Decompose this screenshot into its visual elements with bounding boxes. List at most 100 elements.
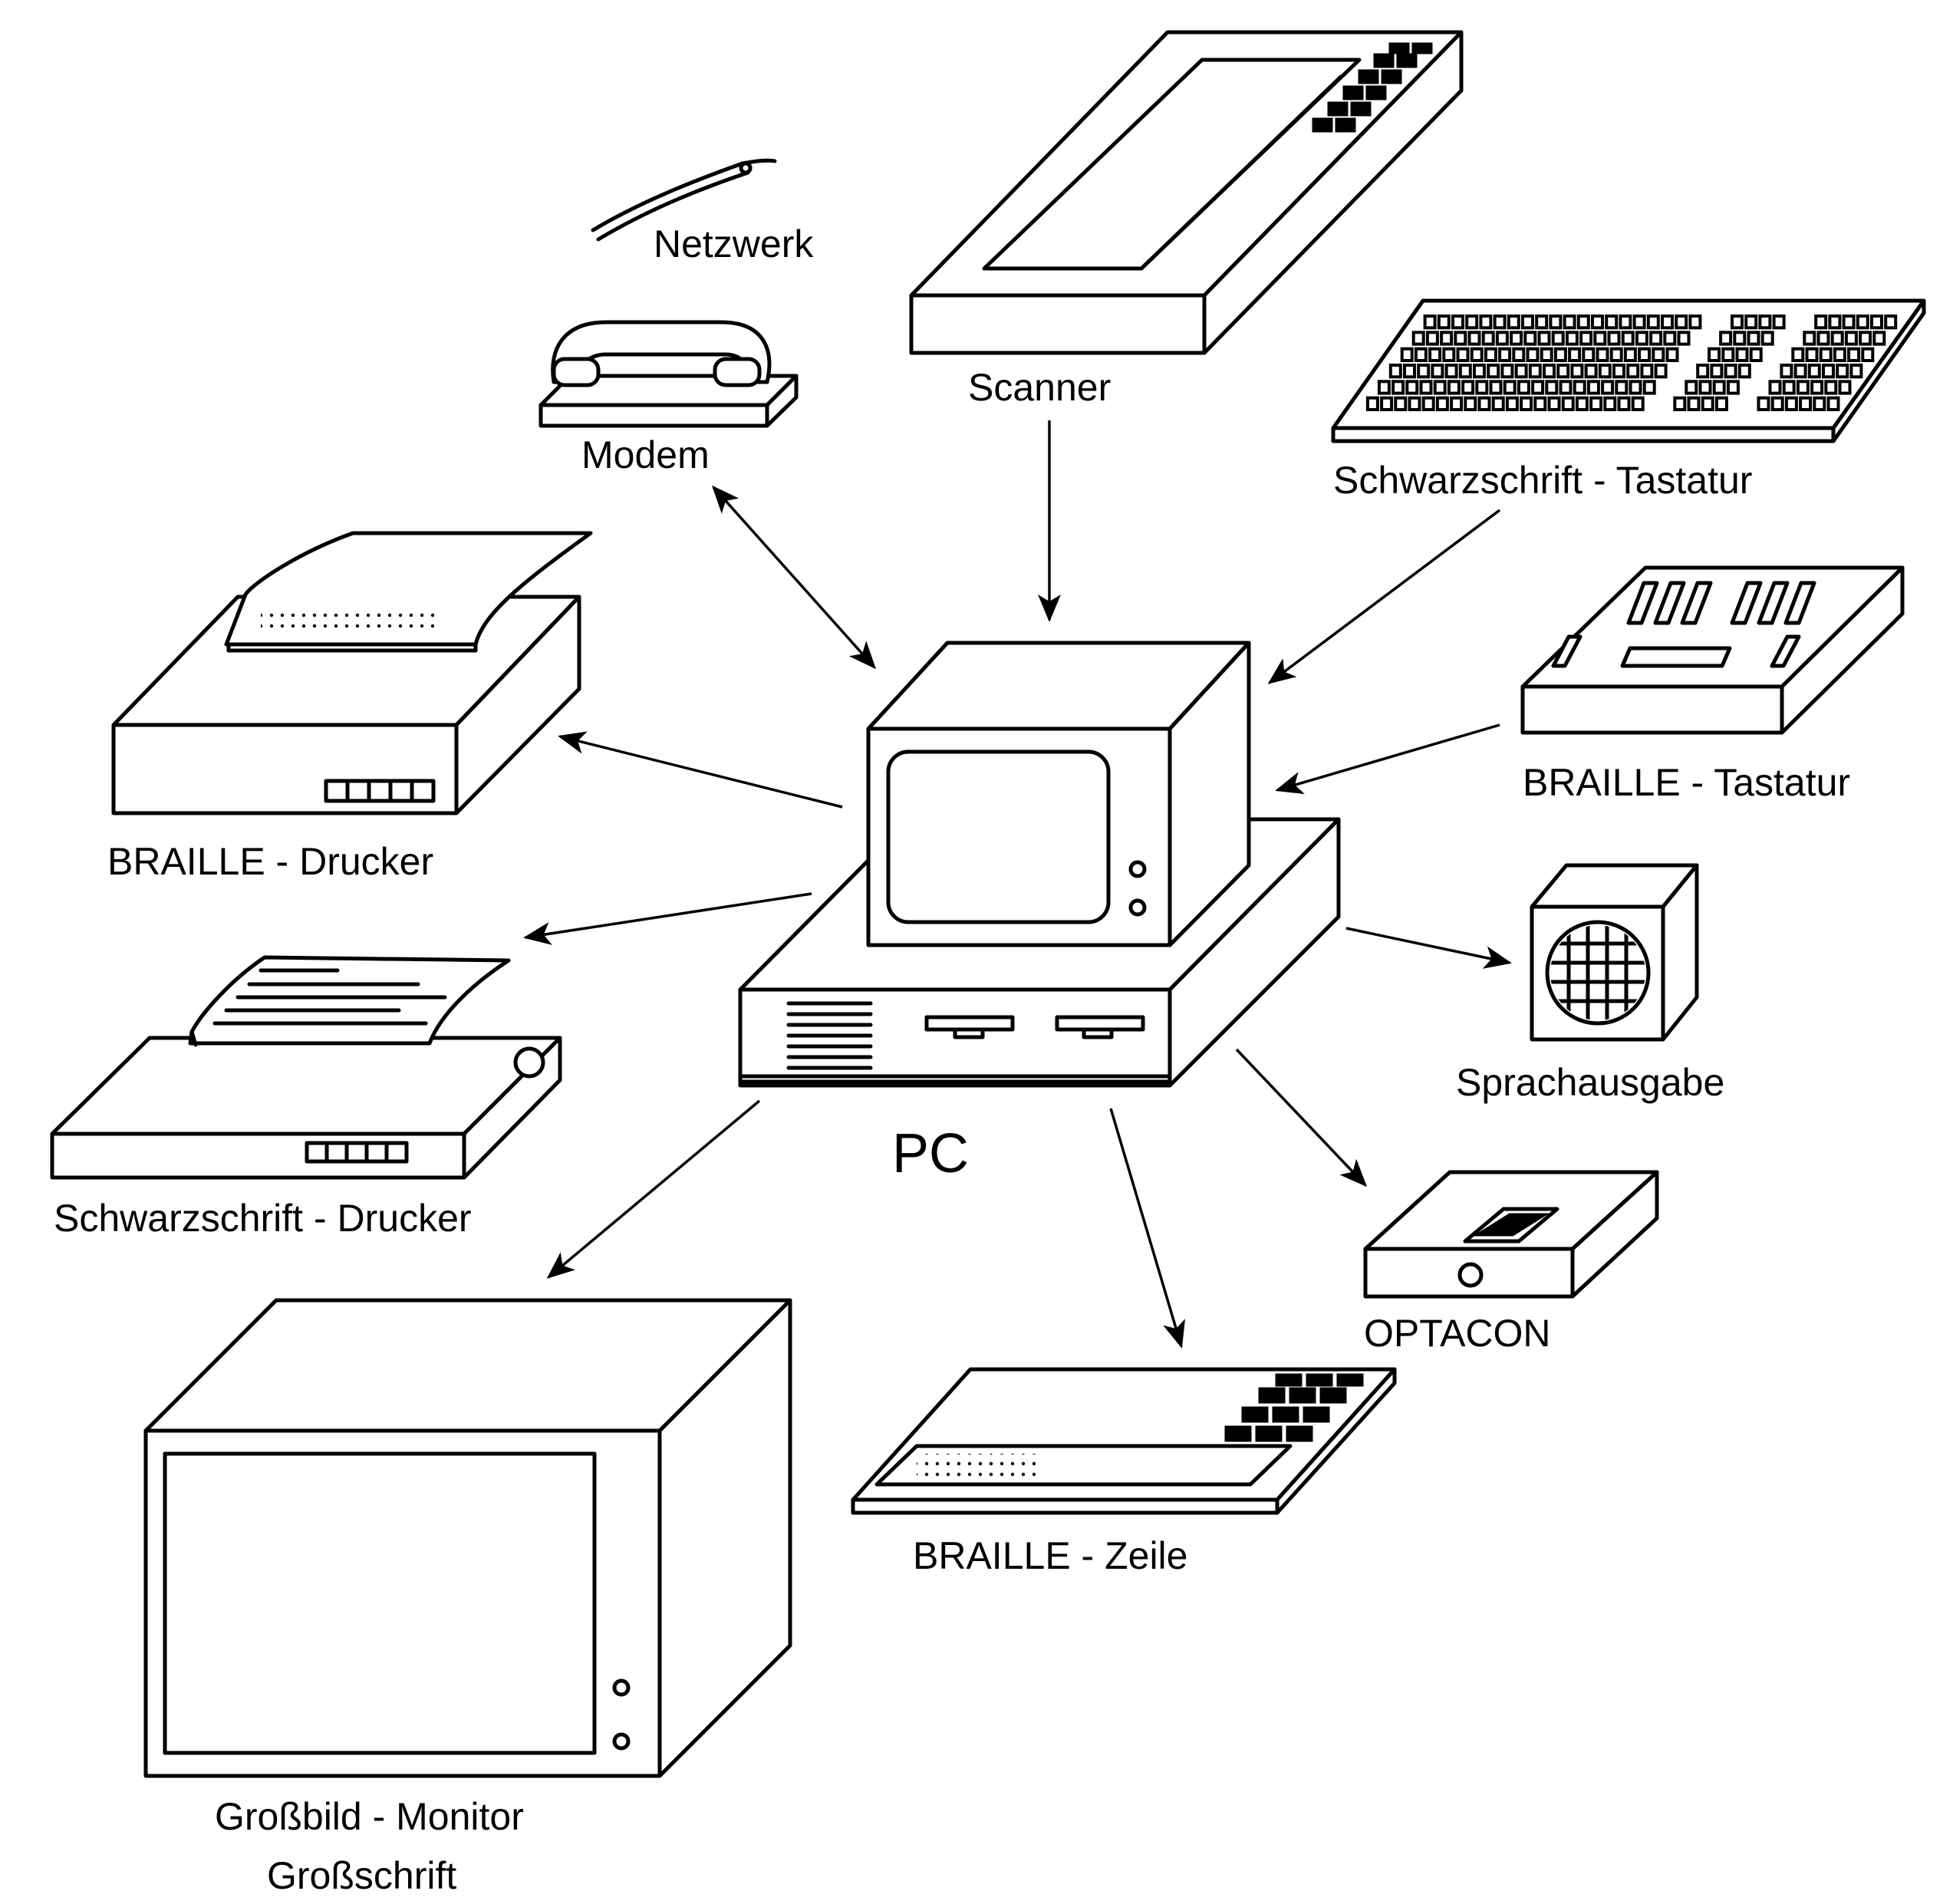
keyboard-key bbox=[1487, 364, 1500, 379]
keyboard-key bbox=[1612, 364, 1625, 379]
keyboard-key bbox=[1861, 347, 1875, 363]
keyboard-key bbox=[1631, 396, 1645, 412]
sprachausgabe-label: Sprachausgabe bbox=[1456, 1061, 1724, 1104]
arrow-schwarzschrift-drucker bbox=[523, 892, 812, 945]
keyboard-key bbox=[1617, 396, 1631, 412]
keyboard-key bbox=[1708, 347, 1721, 363]
keyboard-key bbox=[1724, 364, 1737, 379]
keyboard-key bbox=[1491, 396, 1505, 412]
scanner-keypad bbox=[1312, 42, 1433, 133]
keyboard-key bbox=[1475, 380, 1489, 395]
keyboard-key bbox=[1719, 331, 1733, 346]
keyboard-key bbox=[1454, 331, 1467, 346]
keyboard-key bbox=[1772, 315, 1786, 330]
keyboard-key bbox=[1847, 347, 1861, 363]
keyboard-key bbox=[1456, 347, 1470, 363]
keyboard-key bbox=[1824, 380, 1838, 395]
keyboard-key bbox=[1813, 396, 1826, 412]
schwarzschrift-keyboard-icon bbox=[1331, 298, 1926, 443]
keyboard-key bbox=[1421, 396, 1435, 412]
grossbild-monitor-label: Großbild - Monitor bbox=[215, 1795, 524, 1838]
keyboard-key bbox=[1623, 347, 1637, 363]
keyboard-key bbox=[1609, 347, 1623, 363]
keyboard-key bbox=[1391, 380, 1405, 395]
keyboard-key bbox=[1444, 364, 1458, 379]
keyboard-key bbox=[1726, 380, 1740, 395]
arrow-braille-zeile bbox=[1109, 1108, 1185, 1349]
keyboard-key bbox=[1405, 380, 1419, 395]
keyboard-key bbox=[1807, 364, 1821, 379]
arrow-sprachausgabe bbox=[1345, 927, 1512, 969]
keyboard-key bbox=[1687, 396, 1701, 412]
keyboard-key bbox=[1619, 315, 1632, 330]
keyboard-key bbox=[1615, 380, 1629, 395]
keyboard-key bbox=[1663, 331, 1677, 346]
keyboard-key bbox=[1425, 331, 1439, 346]
keyboard-key bbox=[1553, 347, 1567, 363]
netzwerk-label: Netzwerk bbox=[654, 222, 814, 265]
scanner-icon bbox=[909, 30, 1464, 355]
keyboard-key bbox=[1646, 315, 1660, 330]
keyboard-key bbox=[1547, 396, 1561, 412]
keyboard-key bbox=[1505, 396, 1519, 412]
keyboard-key bbox=[1698, 380, 1712, 395]
speaker-icon bbox=[1530, 863, 1699, 1042]
keyboard-key bbox=[1799, 396, 1813, 412]
keyboard-key bbox=[1737, 364, 1751, 379]
keyboard-key bbox=[1733, 331, 1747, 346]
keyboard-key bbox=[1533, 396, 1547, 412]
keyboard-key bbox=[1810, 380, 1824, 395]
keyboard-keys bbox=[1365, 315, 1898, 412]
pc-vent-lines bbox=[786, 1001, 873, 1070]
keyboard-key bbox=[1782, 380, 1796, 395]
keyboard-key bbox=[1586, 380, 1600, 395]
keyboard-key bbox=[1640, 364, 1654, 379]
keyboard-key bbox=[1661, 315, 1674, 330]
schwarzschrift-drucker-label: Schwarzschrift - Drucker bbox=[54, 1197, 472, 1240]
pc-label: PC bbox=[892, 1123, 969, 1184]
pc-drive-slots bbox=[924, 1015, 1145, 1039]
keyboard-key bbox=[1447, 380, 1461, 395]
keyboard-key bbox=[1872, 331, 1886, 346]
braille-dots-paper bbox=[261, 610, 437, 633]
keyboard-key bbox=[1464, 396, 1477, 412]
keyboard-key bbox=[1712, 380, 1726, 395]
keyboard-key bbox=[1423, 315, 1437, 330]
keyboard-key bbox=[1440, 331, 1454, 346]
keyboard-key bbox=[1526, 347, 1540, 363]
keyboard-key bbox=[1721, 347, 1735, 363]
keyboard-key bbox=[1833, 347, 1846, 363]
scanner-label: Scanner bbox=[968, 366, 1111, 409]
keyboard-key bbox=[1642, 380, 1656, 395]
keyboard-key bbox=[1510, 331, 1523, 346]
keyboard-key bbox=[1793, 364, 1807, 379]
keyboard-key bbox=[1467, 331, 1481, 346]
keyboard-key bbox=[1528, 364, 1542, 379]
keyboard-key bbox=[1838, 380, 1852, 395]
braille-zeile-label: BRAILLE - Zeile bbox=[913, 1534, 1187, 1577]
keyboard-key bbox=[1377, 380, 1391, 395]
keyboard-key bbox=[1780, 364, 1793, 379]
keyboard-key bbox=[1545, 380, 1559, 395]
keyboard-key bbox=[1626, 364, 1640, 379]
keyboard-key bbox=[1521, 315, 1534, 330]
keyboard-key bbox=[1844, 331, 1858, 346]
keyboard-key bbox=[1537, 331, 1551, 346]
keyboard-key bbox=[1856, 315, 1869, 330]
braille-display-icon bbox=[851, 1367, 1397, 1515]
keyboard-key bbox=[1598, 364, 1612, 379]
keyboard-key bbox=[1563, 315, 1576, 330]
keyboard-key bbox=[1579, 331, 1593, 346]
keyboard-key bbox=[1470, 347, 1484, 363]
keyboard-key bbox=[1477, 396, 1491, 412]
keyboard-key bbox=[1394, 396, 1408, 412]
keyboard-key bbox=[1517, 380, 1530, 395]
keyboard-key bbox=[1836, 364, 1849, 379]
keyboard-key bbox=[1768, 380, 1782, 395]
optacon-label: OPTACON bbox=[1364, 1312, 1551, 1355]
keyboard-key bbox=[1380, 396, 1394, 412]
connection-arrows bbox=[523, 420, 1512, 1349]
keyboard-key bbox=[1465, 315, 1479, 330]
